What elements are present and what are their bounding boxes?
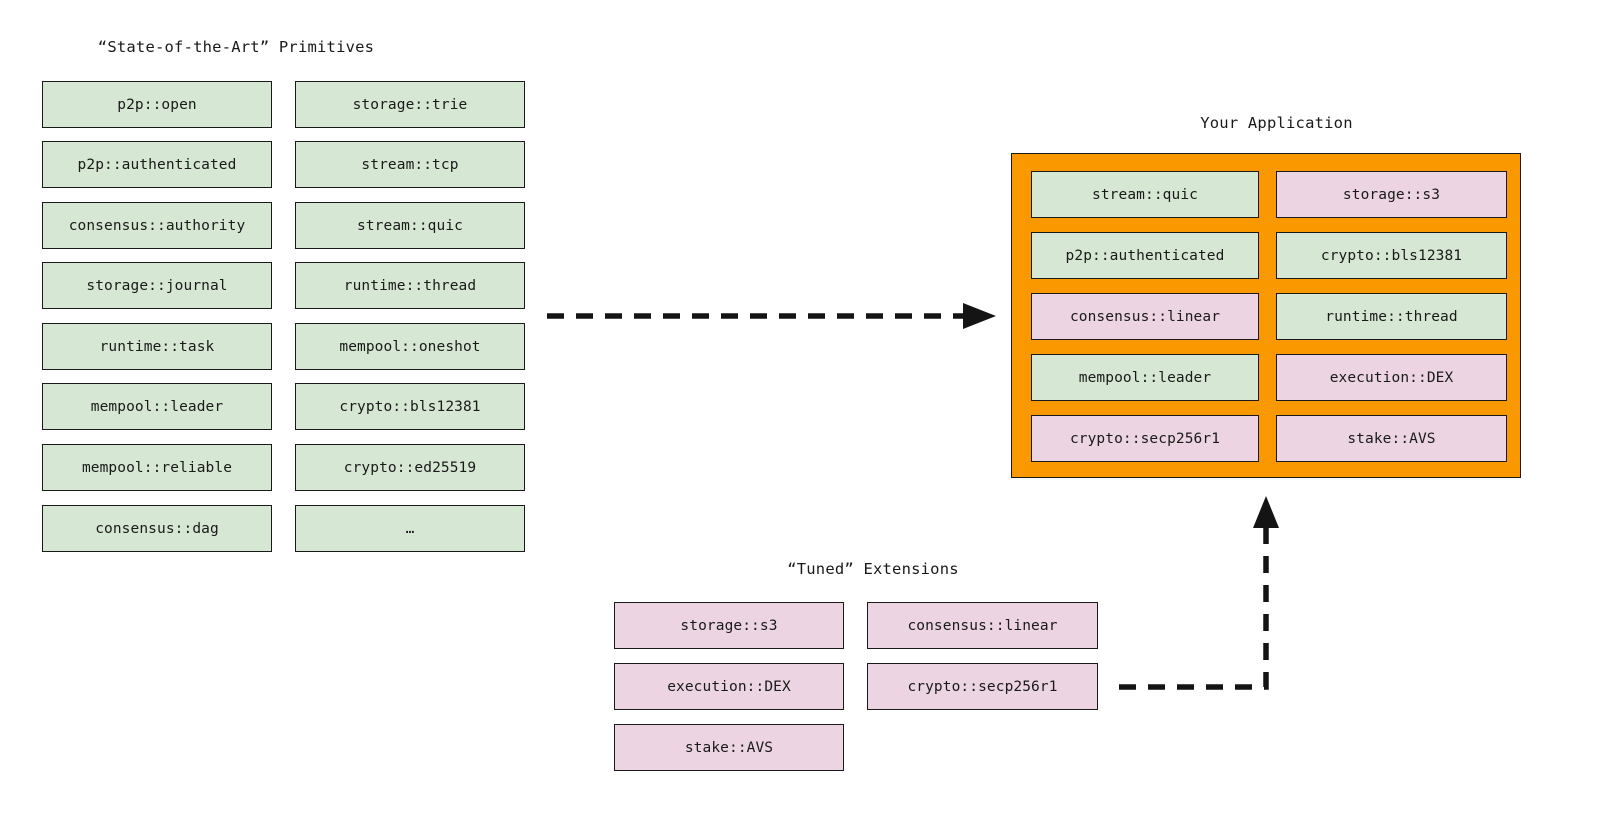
primitive-box[interactable]: consensus::dag xyxy=(42,505,272,552)
application-box[interactable]: consensus::linear xyxy=(1031,293,1259,340)
extensions-to-application-arrow xyxy=(1119,496,1279,690)
primitive-box[interactable]: consensus::authority xyxy=(42,202,272,249)
application-box[interactable]: stream::quic xyxy=(1031,171,1259,218)
arrow-head-right xyxy=(963,303,996,329)
primitives-section-title: “State-of-the-Art” Primitives xyxy=(97,38,375,56)
primitive-box[interactable]: crypto::ed25519 xyxy=(295,444,525,491)
application-box[interactable]: p2p::authenticated xyxy=(1031,232,1259,279)
primitive-box[interactable]: mempool::reliable xyxy=(42,444,272,491)
primitives-to-application-arrow xyxy=(547,303,996,329)
extension-box[interactable]: stake::AVS xyxy=(614,724,844,771)
primitive-box[interactable]: stream::tcp xyxy=(295,141,525,188)
extension-box[interactable]: consensus::linear xyxy=(867,602,1098,649)
extension-box[interactable]: storage::s3 xyxy=(614,602,844,649)
application-box[interactable]: storage::s3 xyxy=(1276,171,1507,218)
primitive-box[interactable]: stream::quic xyxy=(295,202,525,249)
primitive-box[interactable]: mempool::leader xyxy=(42,383,272,430)
primitive-box[interactable]: runtime::thread xyxy=(295,262,525,309)
arrow-head-up xyxy=(1253,496,1279,528)
application-box[interactable]: runtime::thread xyxy=(1276,293,1507,340)
application-box[interactable]: stake::AVS xyxy=(1276,415,1507,462)
primitive-box[interactable]: storage::trie xyxy=(295,81,525,128)
application-box[interactable]: crypto::secp256r1 xyxy=(1031,415,1259,462)
primitive-box[interactable]: … xyxy=(295,505,525,552)
primitive-box[interactable]: storage::journal xyxy=(42,262,272,309)
primitive-box[interactable]: p2p::authenticated xyxy=(42,141,272,188)
application-box[interactable]: execution::DEX xyxy=(1276,354,1507,401)
extension-box[interactable]: execution::DEX xyxy=(614,663,844,710)
primitive-box[interactable]: crypto::bls12381 xyxy=(295,383,525,430)
extensions-section-title: “Tuned” Extensions xyxy=(787,560,959,578)
primitive-box[interactable]: p2p::open xyxy=(42,81,272,128)
extension-box[interactable]: crypto::secp256r1 xyxy=(867,663,1098,710)
application-box[interactable]: crypto::bls12381 xyxy=(1276,232,1507,279)
primitive-box[interactable]: runtime::task xyxy=(42,323,272,370)
application-box[interactable]: mempool::leader xyxy=(1031,354,1259,401)
application-section-title: Your Application xyxy=(1200,114,1353,132)
primitive-box[interactable]: mempool::oneshot xyxy=(295,323,525,370)
